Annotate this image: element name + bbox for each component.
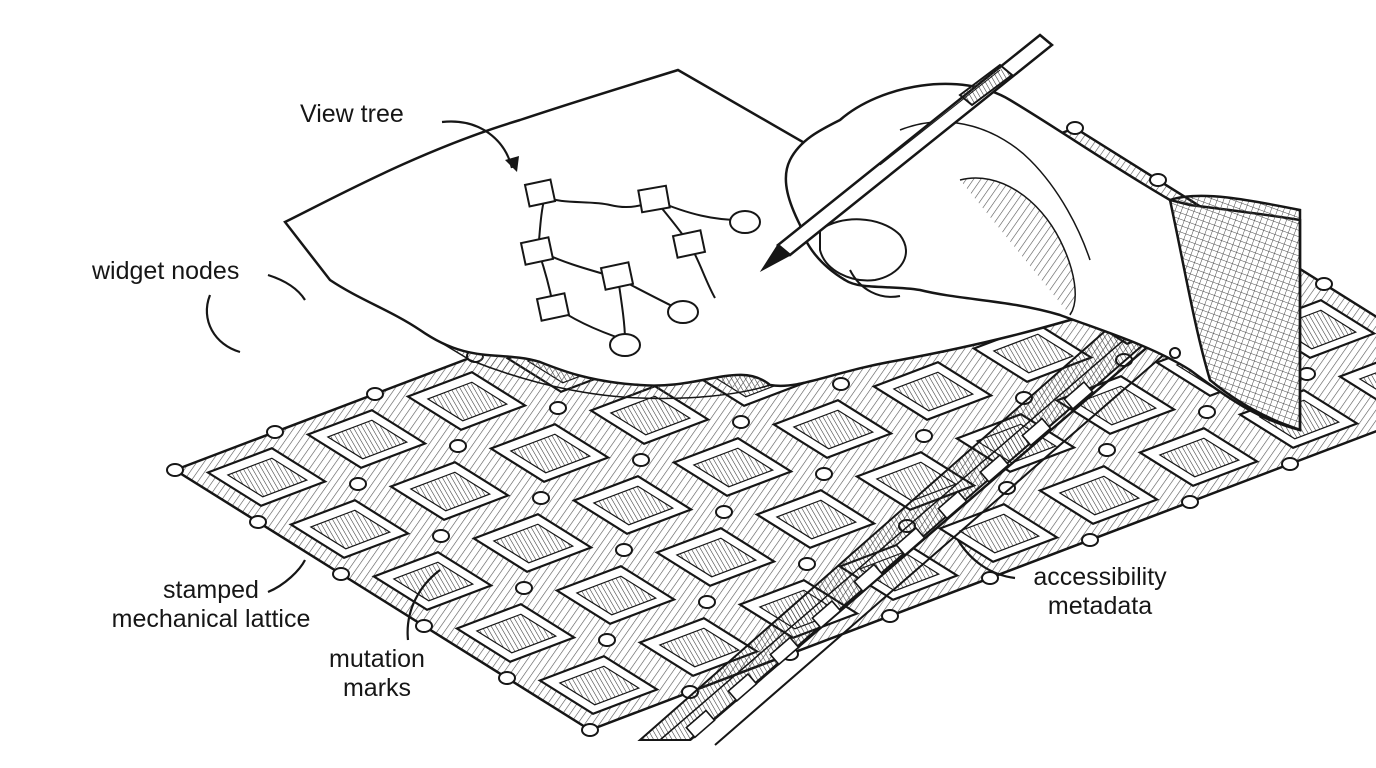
widget-node	[732, 415, 750, 429]
lattice-cell-well	[692, 447, 775, 488]
lattice-cell-well	[475, 613, 558, 654]
lattice-cell-well	[492, 523, 575, 564]
metadata-tag	[979, 453, 1010, 484]
view-tree-label: View tree	[300, 100, 404, 128]
metadata-tag	[769, 636, 800, 666]
widget-node	[798, 557, 816, 571]
lattice-cell-well	[992, 333, 1075, 374]
leader-widget-nodes-b	[205, 294, 241, 354]
accessibility-metadata-label: accessibility metadata	[1033, 563, 1167, 620]
lattice-cell-well	[509, 433, 592, 474]
leader-lines	[205, 120, 1016, 641]
lattice-cell-well	[392, 561, 475, 602]
widget-node	[1281, 457, 1299, 471]
lattice-cell-well	[1158, 437, 1241, 478]
widget-node	[1149, 173, 1167, 187]
leader-stamped-lattice	[267, 559, 306, 594]
widget-node	[415, 619, 433, 633]
widget-node	[532, 491, 550, 505]
lattice-cell-well	[792, 409, 875, 450]
view-tree-sheet	[283, 68, 1124, 400]
lattice-cell-well	[558, 665, 641, 706]
widget-node	[549, 401, 567, 415]
widget-node	[1198, 405, 1216, 419]
lattice-cell-well	[775, 499, 858, 540]
widget-node	[815, 467, 833, 481]
widget-node	[1315, 277, 1333, 291]
metadata-tag	[685, 709, 716, 739]
widget-node	[166, 463, 184, 477]
widget-node	[266, 425, 284, 439]
widget-node	[581, 723, 599, 737]
widget-node	[598, 633, 616, 647]
widget-node	[1081, 533, 1099, 547]
metadata-tag	[853, 563, 884, 593]
widget-node	[998, 481, 1016, 495]
hand-with-pen-icon	[759, 33, 1302, 432]
lattice-cell-well	[658, 627, 741, 668]
widget-node	[632, 453, 650, 467]
metadata-tag	[1063, 380, 1094, 411]
lattice-cell-well	[409, 471, 492, 512]
metadata-tag	[937, 490, 968, 520]
widget-node	[915, 429, 933, 443]
lattice-cell-well	[309, 509, 392, 550]
metadata-tag	[895, 526, 926, 557]
leader-accessibility-metadata	[957, 539, 1016, 580]
lattice-cell-well	[609, 395, 692, 436]
lattice-cell-well	[958, 513, 1041, 554]
lattice-cell-well	[1075, 385, 1158, 426]
metadata-tag	[727, 672, 758, 703]
leader-widget-nodes-a	[267, 273, 306, 301]
widget-node	[498, 671, 516, 685]
leader-mutation-marks	[406, 569, 441, 641]
widget-node	[449, 439, 467, 453]
lattice-cell-well	[892, 371, 975, 412]
widget-node	[981, 571, 999, 585]
lattice-cell-well	[226, 457, 309, 498]
view-tree-diagram	[519, 178, 761, 357]
pen-icon	[759, 33, 1054, 273]
widget-node	[249, 515, 267, 529]
widget-node	[515, 581, 533, 595]
metadata-tag	[811, 599, 842, 630]
widget-node	[832, 377, 850, 391]
lattice-cell-well	[326, 419, 409, 460]
metadata-tag	[1021, 417, 1052, 447]
widget-node	[615, 543, 633, 557]
widget-node	[332, 567, 350, 581]
widget-node	[715, 505, 733, 519]
lattice-cell-well	[426, 381, 509, 422]
stamped-lattice-label: stamped mechanical lattice	[111, 576, 311, 633]
widget-node	[1181, 495, 1199, 509]
mutation-marks-label: mutation marks	[329, 645, 425, 702]
lattice-cell	[1337, 361, 1376, 401]
widget-node	[881, 609, 899, 623]
widget-node	[432, 529, 450, 543]
widget-node	[1066, 121, 1084, 135]
lattice-cell-well	[575, 575, 658, 616]
lattice-cell-well	[592, 485, 675, 526]
lattice-cell-well	[1358, 372, 1376, 390]
widget-node	[366, 387, 384, 401]
lattice-cell-well	[675, 537, 758, 578]
widget-nodes-label: widget nodes	[92, 257, 240, 285]
widget-node	[698, 595, 716, 609]
lattice-cell-well	[1058, 475, 1141, 516]
widget-node	[1298, 367, 1316, 381]
widget-node	[349, 477, 367, 491]
widget-node	[1098, 443, 1116, 457]
